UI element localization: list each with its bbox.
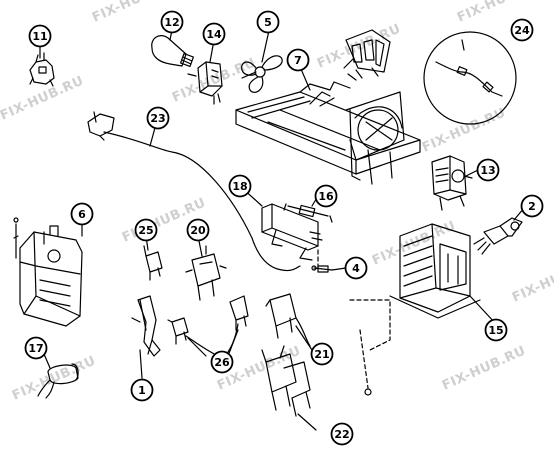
svg-text:14: 14 <box>206 28 222 41</box>
callout-16: 16 <box>314 184 338 208</box>
callouts: 1 2 4 5 6 7 11 12 13 14 15 16 17 18 20 2… <box>24 10 544 446</box>
callout-2: 2 <box>520 194 544 218</box>
part-13-drawing <box>431 155 473 211</box>
svg-text:7: 7 <box>294 54 302 67</box>
svg-text:18: 18 <box>232 180 247 193</box>
callout-6: 6 <box>70 202 94 226</box>
part-20-drawing <box>185 245 227 301</box>
part-16-drawing <box>283 203 333 223</box>
callout-17: 17 <box>24 336 48 360</box>
svg-text:4: 4 <box>352 262 360 275</box>
callout-12: 12 <box>160 10 184 34</box>
part-7-drawing <box>235 29 421 185</box>
callout-11: 11 <box>28 24 52 48</box>
svg-text:21: 21 <box>314 348 329 361</box>
svg-text:20: 20 <box>190 224 206 237</box>
part-2-drawing <box>473 217 523 255</box>
svg-text:26: 26 <box>214 356 230 369</box>
svg-text:15: 15 <box>488 324 503 337</box>
part-21-drawing <box>265 293 311 347</box>
callout-23: 23 <box>146 106 170 130</box>
callout-7: 7 <box>286 48 310 72</box>
callout-22: 22 <box>330 422 354 446</box>
svg-text:2: 2 <box>528 200 536 213</box>
callout-4: 4 <box>344 256 368 280</box>
svg-text:12: 12 <box>164 16 179 29</box>
part-18-drawing <box>261 203 323 261</box>
part-24-drawing <box>423 31 517 125</box>
svg-text:13: 13 <box>480 164 495 177</box>
callout-20: 20 <box>186 218 210 242</box>
callout-14: 14 <box>202 22 226 46</box>
svg-text:17: 17 <box>28 342 43 355</box>
part-6-drawing <box>13 217 83 327</box>
callout-1: 1 <box>130 378 154 402</box>
svg-text:1: 1 <box>138 384 146 397</box>
svg-text:5: 5 <box>264 16 272 29</box>
part-26-drawing <box>167 295 249 357</box>
part-22-drawing <box>261 345 311 417</box>
part-4-drawing <box>311 265 333 273</box>
part-5-drawing <box>241 55 283 93</box>
callout-5: 5 <box>256 10 280 34</box>
part-25-drawing <box>143 245 163 281</box>
svg-text:11: 11 <box>32 30 47 43</box>
svg-text:22: 22 <box>334 428 349 441</box>
callout-24: 24 <box>510 18 534 42</box>
part-17-drawing <box>37 363 79 399</box>
callout-15: 15 <box>484 318 508 342</box>
callout-13: 13 <box>476 158 500 182</box>
part-11-drawing <box>29 52 55 87</box>
part-15-drawing <box>389 223 481 319</box>
svg-text:24: 24 <box>514 24 530 37</box>
callout-18: 18 <box>228 174 252 198</box>
callout-25: 25 <box>134 218 158 242</box>
part-1-drawing <box>131 295 161 357</box>
svg-text:25: 25 <box>138 224 153 237</box>
part-12-drawing <box>151 35 195 68</box>
part-23-drawing <box>87 111 301 272</box>
svg-text:16: 16 <box>318 190 334 203</box>
part-14-drawing <box>187 61 223 105</box>
svg-text:6: 6 <box>78 208 86 221</box>
callout-26: 26 <box>210 350 234 374</box>
svg-text:23: 23 <box>150 112 165 125</box>
callout-21: 21 <box>310 342 334 366</box>
